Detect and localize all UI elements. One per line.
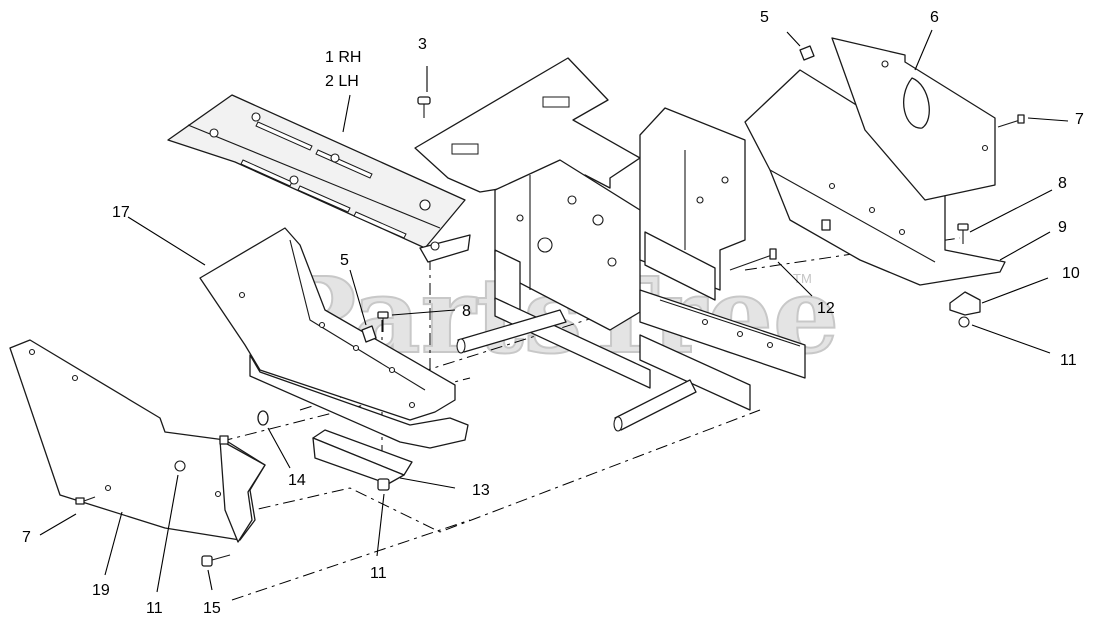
- panel-hole: [238, 291, 246, 299]
- callout-2-lh: 2 LH: [325, 73, 359, 90]
- callout-11-right: 11: [1060, 352, 1077, 369]
- screw-part-8: [957, 223, 969, 244]
- callout-1-rh: 1 RH: [325, 49, 361, 66]
- panel-hole: [352, 344, 360, 352]
- left-outer-panel: [9, 339, 266, 543]
- callout-14: 14: [288, 472, 306, 489]
- shield-hole: [881, 60, 889, 68]
- bracket-part-13: [312, 429, 413, 485]
- panel-hole: [408, 401, 416, 409]
- screw-part-3: [417, 96, 431, 118]
- footrest-hole: [430, 241, 440, 251]
- shield-hole: [981, 144, 989, 152]
- nut-part-11-left: [174, 460, 186, 472]
- left-inner-panel: [199, 227, 469, 449]
- callout-labels: 1 RH 2 LH 3 5 6 7 8 9 10 11 12 17 5 8 14…: [22, 9, 1084, 617]
- footrest-hole: [251, 112, 261, 122]
- watermark-trademark: TM: [793, 271, 812, 286]
- callout-13: 13: [472, 482, 490, 499]
- bolt-part-15: [201, 554, 231, 567]
- frame-hole: [766, 341, 774, 349]
- callout-7-left: 7: [22, 529, 31, 546]
- footrest-hole: [330, 153, 340, 163]
- panel-hole: [868, 206, 876, 214]
- callout-9: 9: [1058, 219, 1067, 236]
- main-frame: [414, 57, 806, 432]
- bracket-part-10: [949, 291, 981, 328]
- screw-part-8-left: [377, 311, 389, 332]
- callout-11-left: 11: [146, 600, 163, 617]
- callout-8-right: 8: [1058, 175, 1067, 192]
- callout-8-left: 8: [462, 303, 471, 320]
- leader-lines: [39, 29, 1069, 593]
- screw-part-7-left: [75, 496, 96, 505]
- callout-10: 10: [1062, 265, 1080, 282]
- bolt-part-12: [729, 248, 777, 271]
- frame-hole: [721, 176, 729, 184]
- axle-tube-end: [613, 416, 623, 432]
- callout-17: 17: [112, 204, 130, 221]
- callout-3: 3: [418, 36, 427, 53]
- frame-hole: [537, 237, 553, 253]
- panel-hole: [71, 374, 79, 382]
- footrest-panel: [167, 94, 471, 263]
- panel-hole: [828, 182, 836, 190]
- callout-5-top: 5: [760, 9, 769, 26]
- screw-part-7: [997, 114, 1025, 128]
- panel-hole: [898, 228, 906, 236]
- clip-part-5-left: [361, 325, 377, 343]
- footrest-hole: [209, 128, 219, 138]
- callout-11-bottom: 11: [370, 565, 387, 582]
- nut-part-11-bracket: [377, 478, 390, 491]
- frame-hole: [701, 318, 709, 326]
- callout-15: 15: [203, 600, 221, 617]
- callout-6: 6: [930, 9, 939, 26]
- panel-hole: [318, 321, 326, 329]
- shield-cutout: [903, 77, 930, 129]
- panel-clip: [219, 435, 229, 445]
- panel-hole: [214, 490, 222, 498]
- washer-part-14: [257, 410, 269, 426]
- frame-hole: [607, 257, 617, 267]
- callout-12: 12: [817, 300, 835, 317]
- rear-shield: [831, 37, 996, 201]
- frame-hole: [516, 214, 524, 222]
- frame-hole: [736, 330, 744, 338]
- footrest-hole: [289, 175, 299, 185]
- frame-slot: [542, 96, 570, 108]
- frame-hole: [592, 214, 604, 226]
- frame-slot: [451, 143, 479, 155]
- panel-clip: [821, 219, 831, 231]
- frame-hole: [696, 196, 704, 204]
- panel-hole: [388, 366, 396, 374]
- callout-19: 19: [92, 582, 110, 599]
- axle-tube-end: [456, 338, 466, 354]
- clip-part-5: [799, 45, 815, 61]
- callout-5-left: 5: [340, 252, 349, 269]
- footrest-hole: [419, 199, 431, 211]
- panel-hole: [104, 484, 112, 492]
- nut-part-11: [958, 316, 970, 328]
- frame-hole: [567, 195, 577, 205]
- callout-7-right: 7: [1075, 111, 1084, 128]
- panel-hole: [28, 348, 36, 356]
